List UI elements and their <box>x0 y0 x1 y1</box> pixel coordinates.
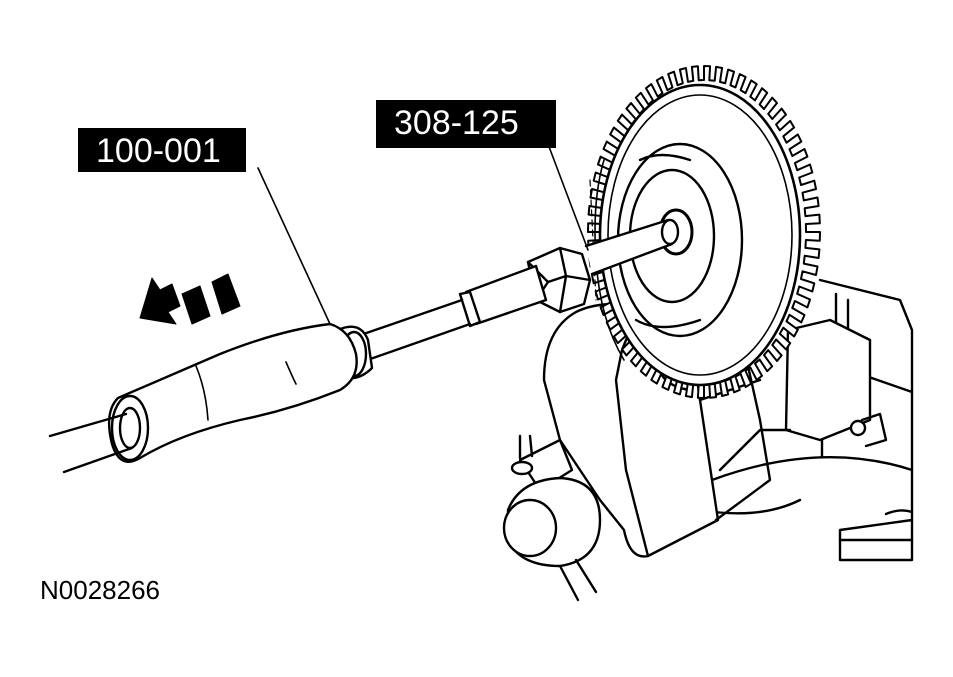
callout-100-001: 100-001 <box>78 128 246 172</box>
slide-hammer-100-001 <box>48 298 472 474</box>
callout-308-125: 308-125 <box>376 100 556 148</box>
remover-tool-308-125 <box>458 218 680 328</box>
timing-gear <box>587 65 821 399</box>
figure-id: N0028266 <box>40 575 160 605</box>
pull-direction-arrow-icon <box>139 273 241 325</box>
leader-lines <box>257 143 589 325</box>
